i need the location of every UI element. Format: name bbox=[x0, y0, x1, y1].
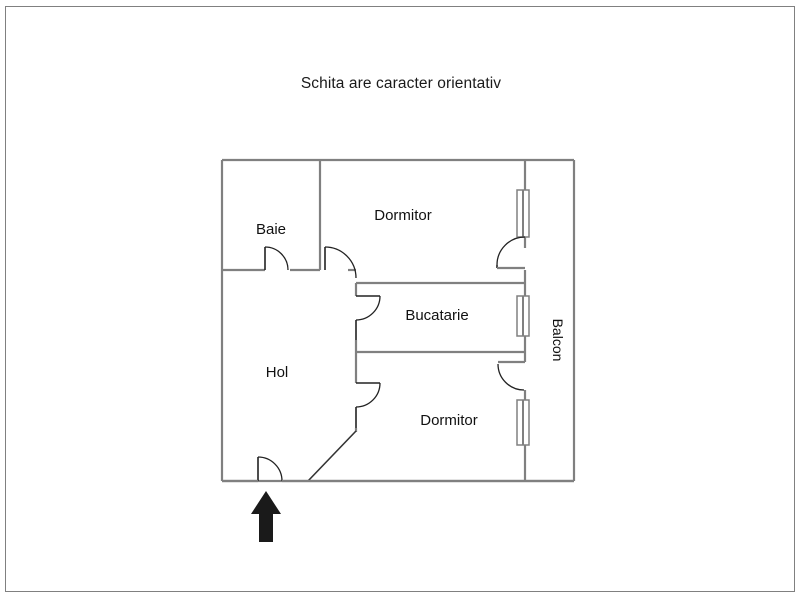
door-balcony-bottom bbox=[497, 360, 525, 391]
window-bottom-dormitor bbox=[516, 399, 530, 446]
door-bucatarie bbox=[355, 295, 381, 340]
door-entrance bbox=[222, 456, 574, 483]
door-balcony-top bbox=[496, 236, 526, 270]
door-dormitor-top bbox=[324, 246, 357, 279]
entrance-direction-arrow bbox=[251, 491, 281, 542]
image-outer-border bbox=[5, 6, 795, 592]
room-label-balcon: Balcon bbox=[550, 319, 566, 362]
wall-horizontal-mid-upper bbox=[222, 268, 525, 285]
room-label-baie: Baie bbox=[256, 221, 286, 238]
door-baie bbox=[264, 246, 289, 271]
door-dormitor-bottom bbox=[355, 382, 381, 428]
wall-diagonal-hol bbox=[307, 430, 357, 482]
room-label-dormitor-bottom: Dormitor bbox=[420, 412, 478, 429]
room-label-hol: Hol bbox=[266, 364, 289, 381]
page-title: Schita are caracter orientativ bbox=[300, 75, 502, 92]
window-top-dormitor bbox=[516, 189, 530, 238]
room-label-dormitor-top: Dormitor bbox=[374, 207, 432, 224]
room-label-bucatarie: Bucatarie bbox=[405, 307, 468, 324]
window-bucatarie bbox=[516, 295, 530, 337]
